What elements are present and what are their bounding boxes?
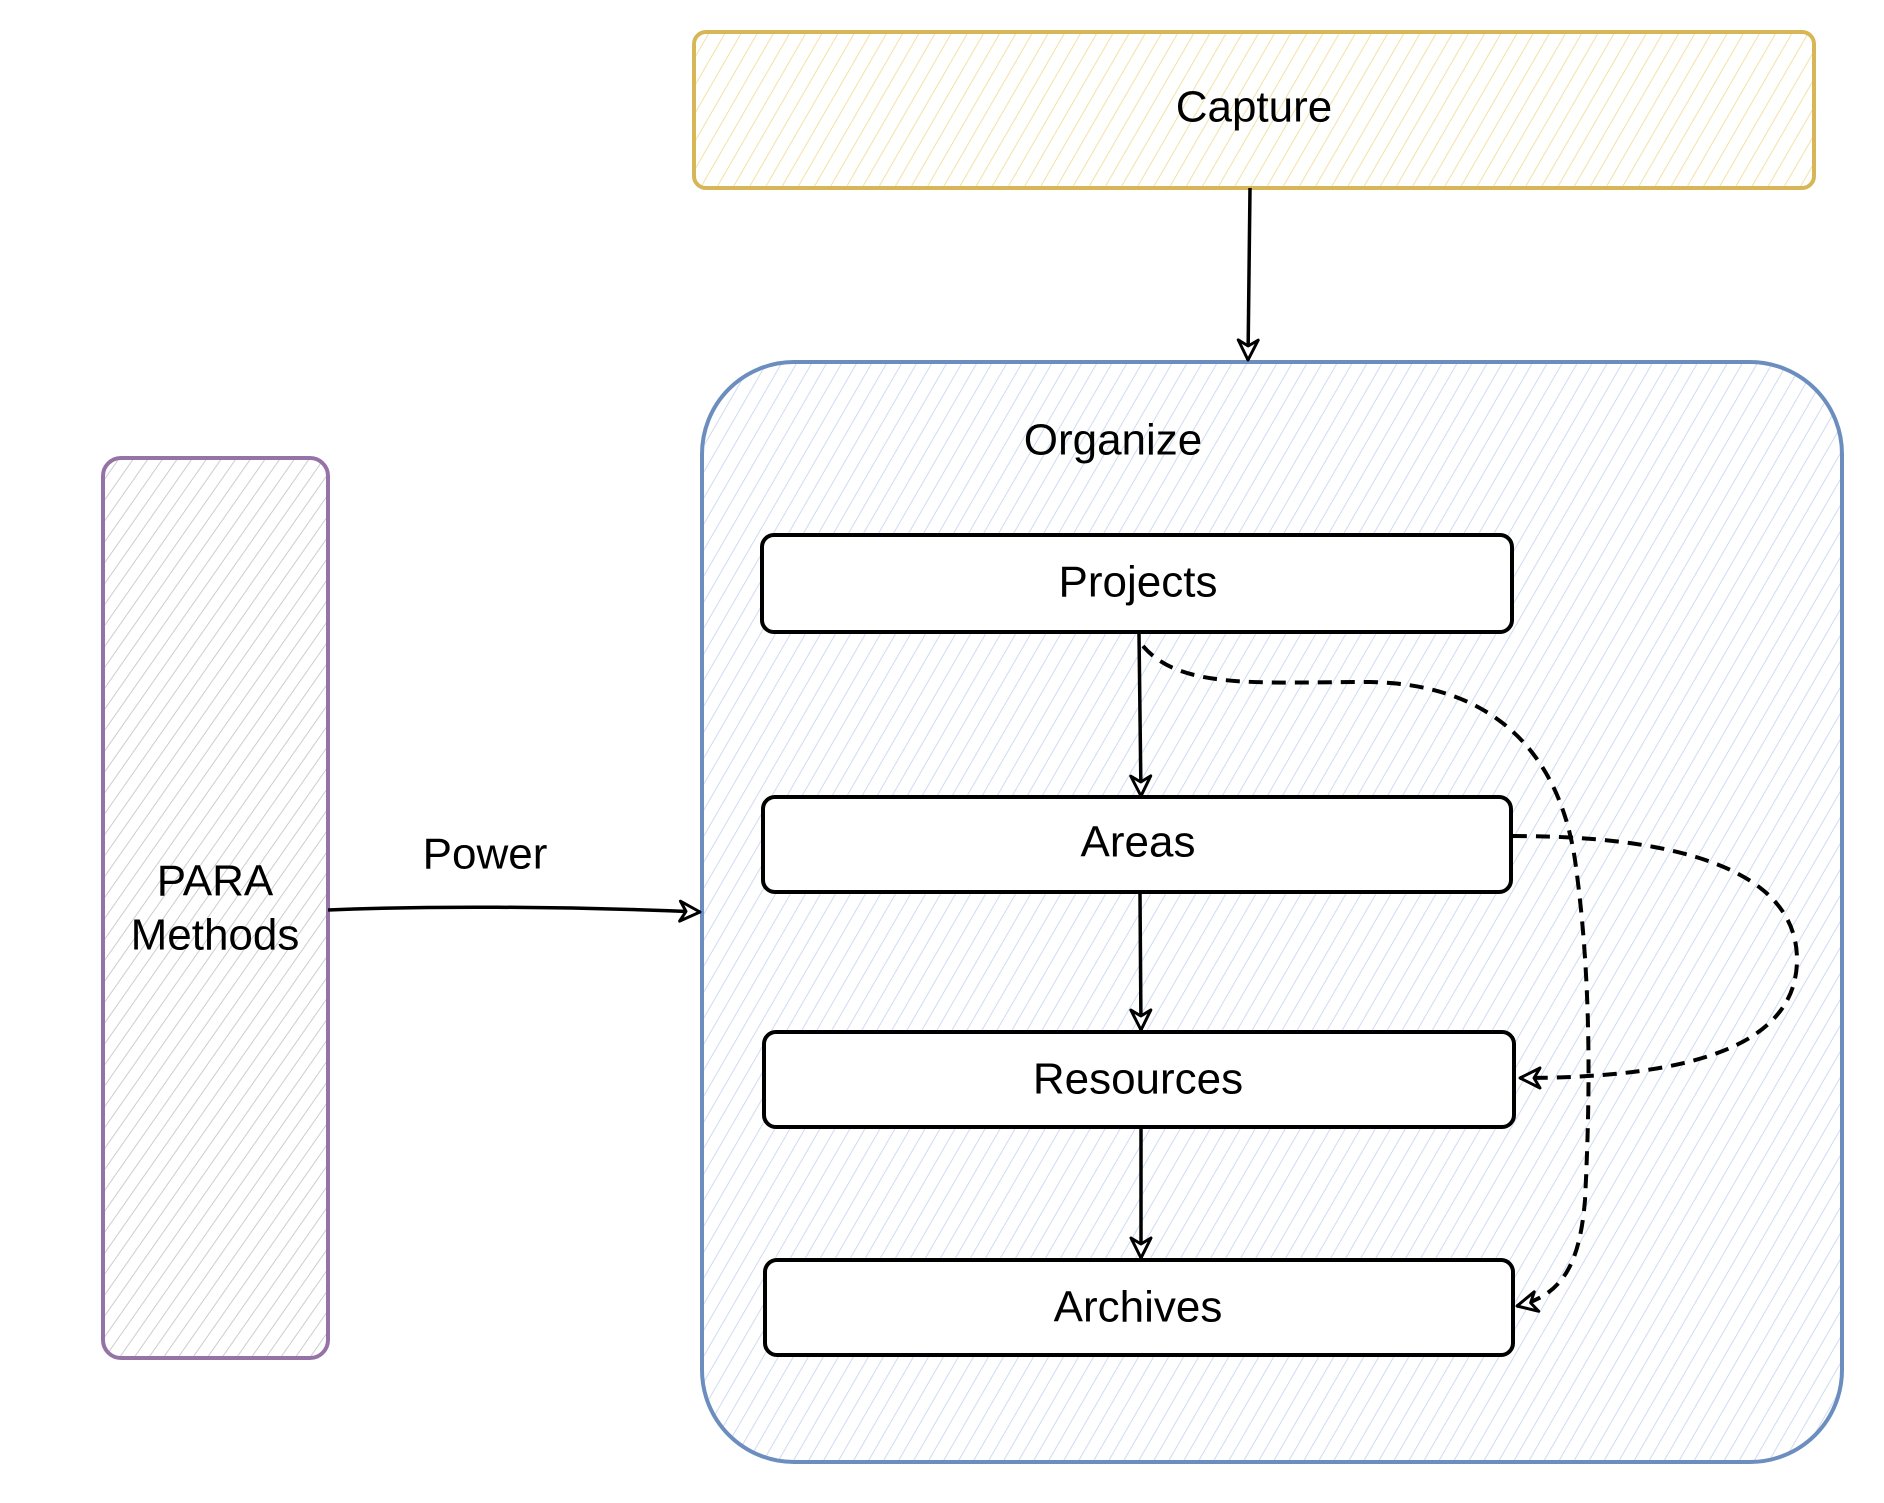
archives-box [763, 1258, 1515, 1357]
organize-label: Organize [1024, 416, 1203, 465]
para-methods-box [101, 456, 330, 1360]
capture-box [692, 30, 1816, 190]
edge-projects-to-areas[interactable] [1129, 633, 1153, 798]
edge-capture-to-organize[interactable] [1236, 187, 1260, 362]
edge-projects-to-archives-dashed[interactable] [1141, 644, 1591, 1313]
projects-box [760, 533, 1514, 634]
edge-power[interactable] [327, 899, 702, 923]
resources-label: Resources [1033, 1055, 1243, 1104]
capture-node[interactable]: Capture [692, 30, 1816, 190]
archives-node[interactable]: Archives [763, 1258, 1515, 1357]
resources-box [762, 1030, 1516, 1129]
organize-container[interactable]: Organize [700, 360, 1844, 1464]
areas-node[interactable]: Areas [761, 795, 1513, 894]
capture-label: Capture [1176, 83, 1333, 132]
organize-box [700, 360, 1844, 1464]
archives-label: Archives [1054, 1283, 1223, 1332]
para-label-line1: PARA [157, 857, 274, 906]
projects-label: Projects [1059, 558, 1218, 607]
para-label-line2: Methods [131, 911, 300, 960]
resources-node[interactable]: Resources [762, 1030, 1516, 1129]
power-edge-label: Power [423, 830, 548, 879]
projects-node[interactable]: Projects [760, 533, 1514, 634]
edge-areas-to-resources-dashed[interactable] [1512, 834, 1800, 1090]
edge-areas-to-resources[interactable] [1129, 893, 1153, 1032]
areas-label: Areas [1081, 818, 1196, 867]
para-methods-node[interactable]: PARA Methods [101, 456, 330, 1360]
